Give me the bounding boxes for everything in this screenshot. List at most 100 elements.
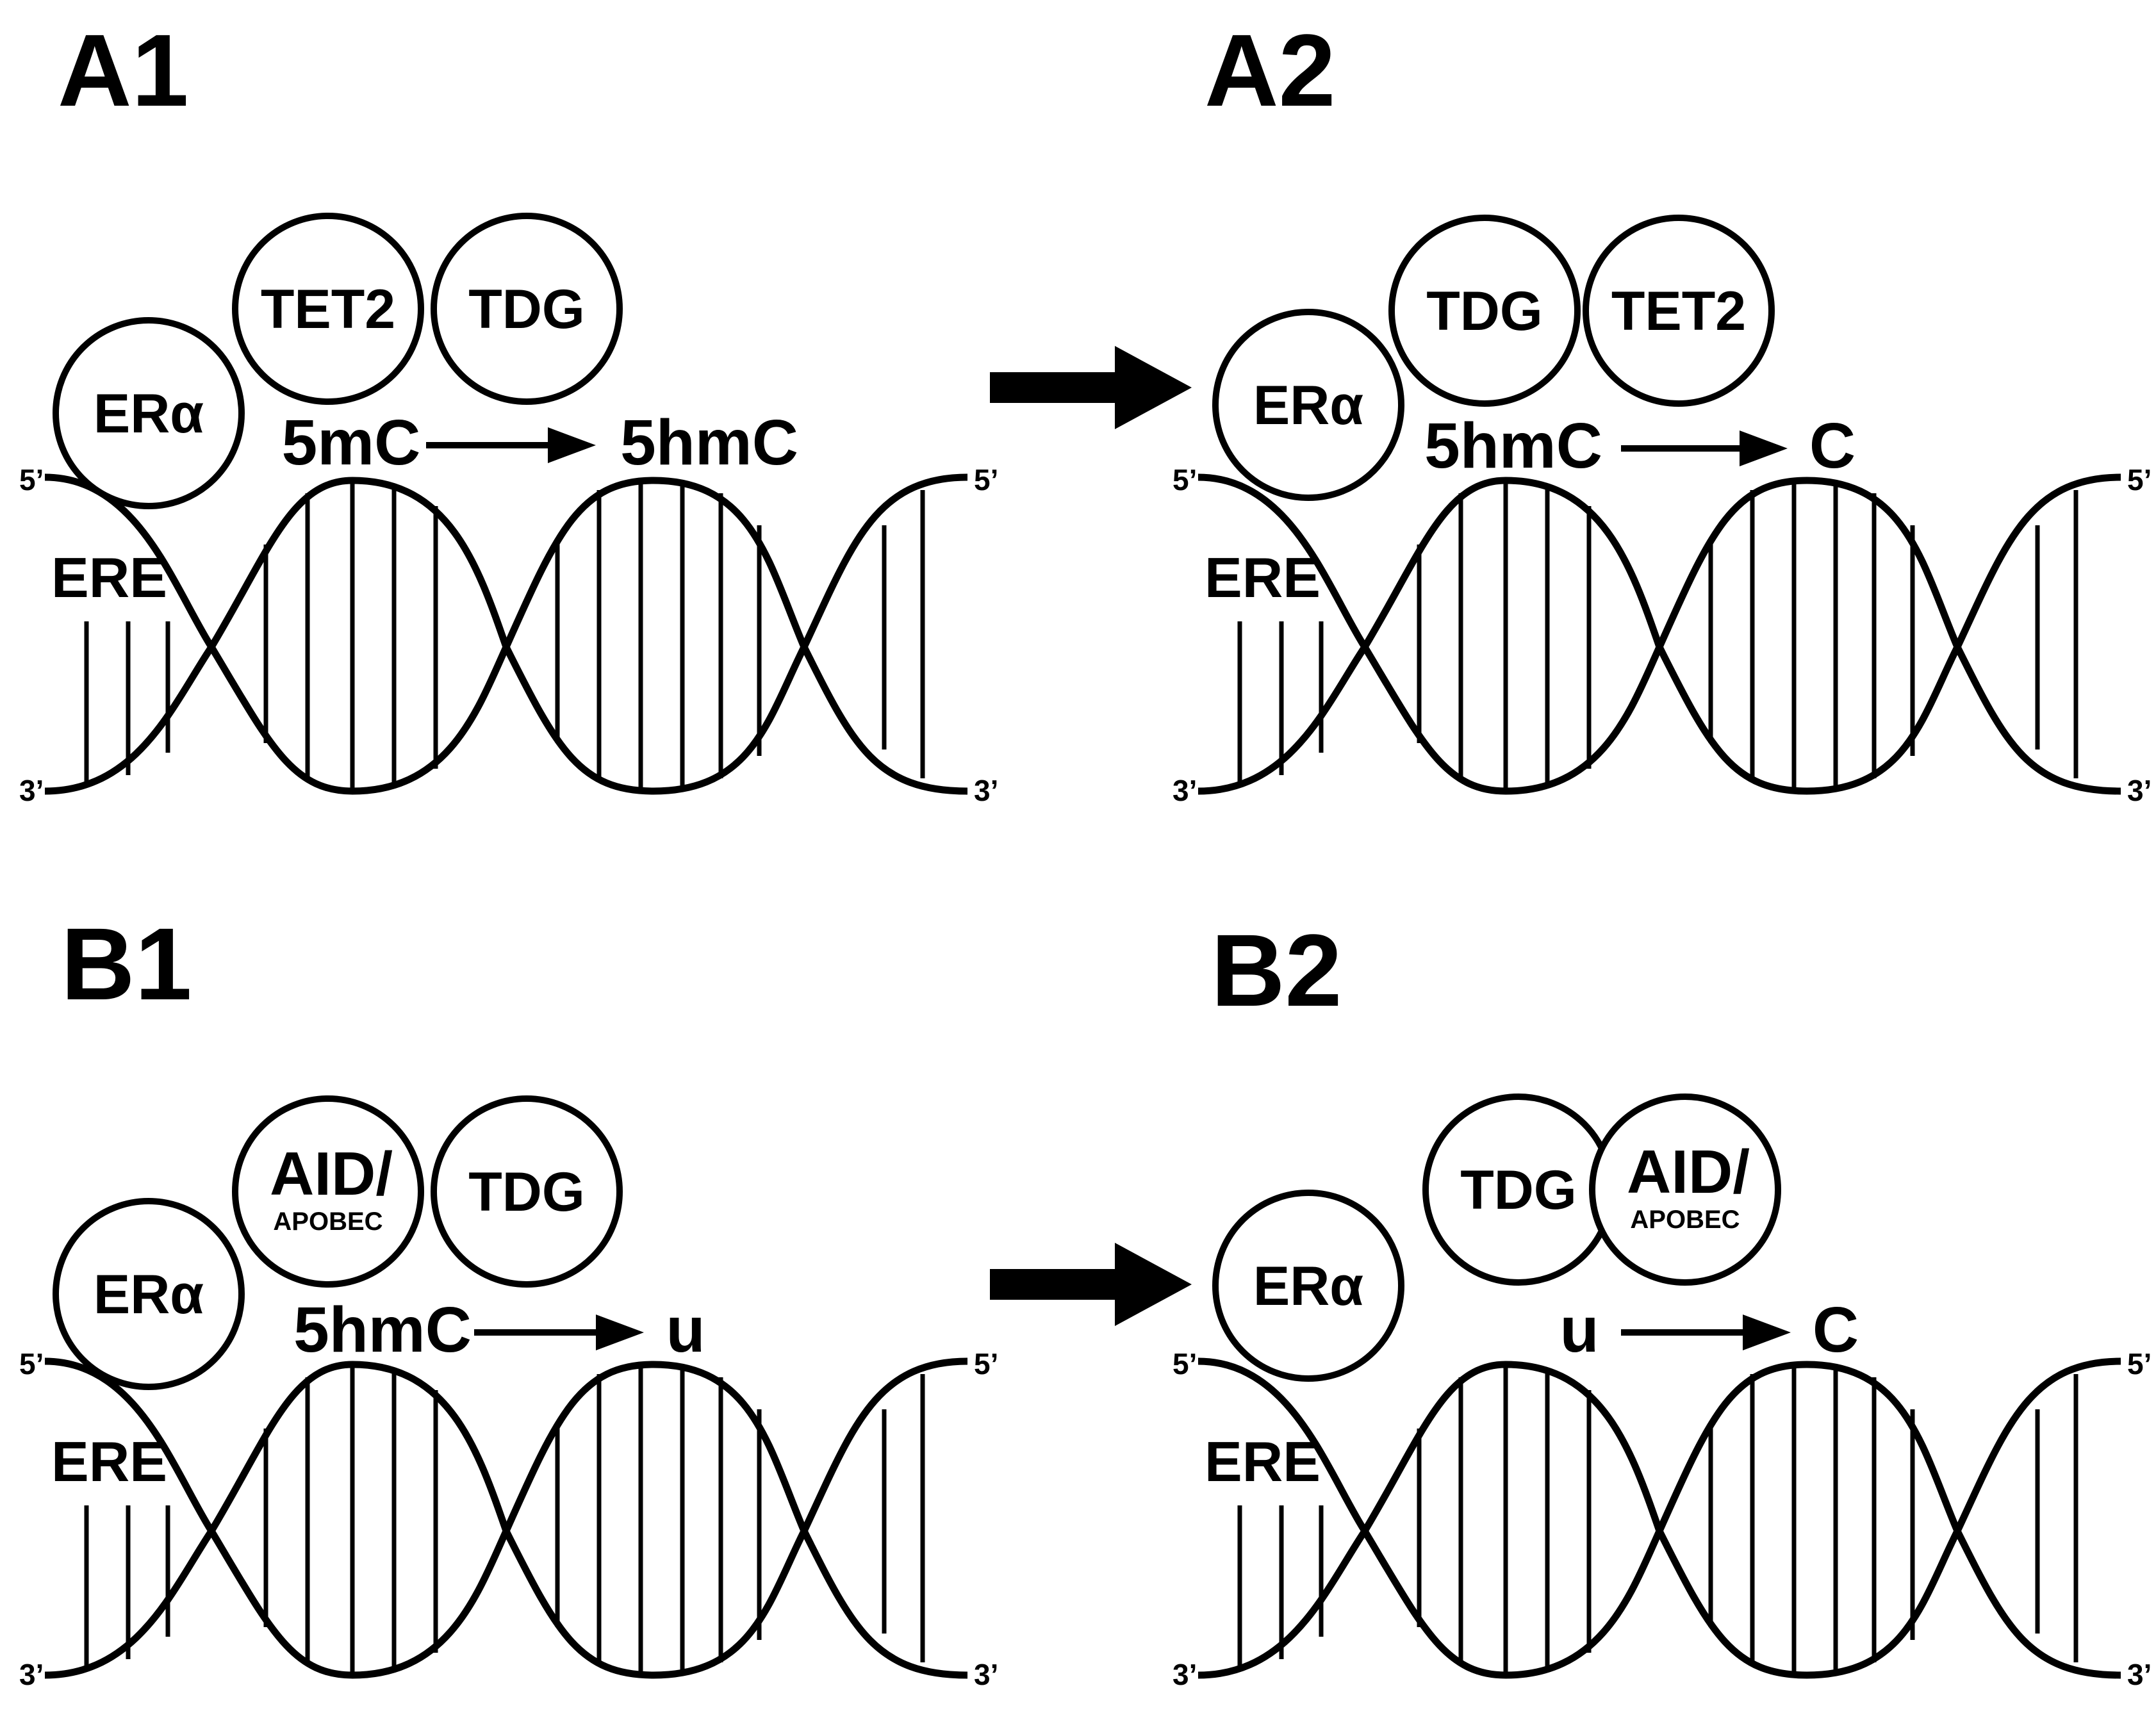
protein-tdg: TDG: [431, 213, 623, 405]
panel-label: A1: [58, 13, 189, 127]
strand-end-5prime-left: 5’: [19, 1347, 44, 1380]
strand-end-3prime-left: 3’: [19, 774, 44, 807]
strand-end-3prime-left: 3’: [1173, 1658, 1197, 1691]
protein-label: ERα: [1253, 1256, 1363, 1317]
protein-label: TET2: [1611, 281, 1746, 342]
transition-arrow-shaft: [990, 1269, 1118, 1300]
protein-circle: [431, 1095, 623, 1288]
strand-end-3prime-right: 3’: [974, 774, 998, 807]
reaction-arrow-head: [1743, 1315, 1791, 1350]
dna-strand-top: [1197, 473, 2121, 795]
panel-a1: A1 5’ 3’ 5’ 3’ ERE ERα TET2 TDG 5mC 5hmC: [19, 13, 998, 807]
transition-arrow-shaft: [990, 372, 1118, 403]
strand-end-5prime-right: 5’: [2127, 1347, 2152, 1380]
transition-arrow-head: [1115, 1243, 1192, 1326]
protein-era: ERα: [53, 1198, 245, 1390]
dna-strand-top: [44, 1357, 968, 1679]
dna-double-helix: [44, 473, 968, 795]
dna-strand-bottom: [44, 473, 968, 795]
strand-end-5prime-right: 5’: [974, 463, 998, 496]
panel-label: B1: [61, 906, 192, 1021]
ere-label: ERE: [51, 1430, 167, 1493]
protein-circle: [1212, 309, 1404, 501]
protein-tdg: TDG: [431, 1095, 623, 1288]
protein-aid-apobec: AID/APOBEC: [232, 1095, 424, 1288]
protein-sublabel: APOBEC: [1630, 1206, 1740, 1234]
panel-label: A2: [1205, 13, 1336, 127]
protein-label: TDG: [1460, 1159, 1577, 1221]
protein-tdg: TDG: [1422, 1093, 1615, 1286]
protein-label: ERα: [94, 383, 204, 445]
protein-tdg: TDG: [1388, 215, 1581, 407]
strand-end-5prime-right: 5’: [974, 1347, 998, 1380]
modification-from: 5hmC: [293, 1294, 472, 1366]
protein-label: TET2: [261, 279, 395, 340]
protein-label: AID/: [270, 1140, 393, 1208]
modification-reaction: 5mC 5hmC: [282, 407, 798, 479]
protein-era: ERα: [53, 317, 245, 509]
ere-label: ERE: [1205, 1430, 1321, 1493]
modification-from: u: [1559, 1294, 1599, 1366]
ere-label: ERE: [51, 546, 167, 609]
protein-era: ERα: [1212, 309, 1404, 501]
transition-arrow-head: [1115, 346, 1192, 429]
protein-circle: [1589, 1093, 1781, 1286]
transition-arrow-b: [990, 1243, 1192, 1326]
dna-strand-top: [1197, 1357, 2121, 1679]
strand-end-3prime-right: 3’: [974, 1658, 998, 1691]
strand-end-3prime-right: 3’: [2127, 1658, 2152, 1691]
dna-strand-bottom: [1197, 473, 2121, 795]
modification-to: C: [1809, 410, 1856, 482]
protein-circle: [1583, 215, 1775, 407]
panel-label: B2: [1211, 913, 1342, 1028]
transition-arrow-a: [990, 346, 1192, 429]
protein-circle: [1212, 1190, 1404, 1382]
reaction-arrow-head: [596, 1315, 644, 1350]
dna-strand-bottom: [1197, 1357, 2121, 1679]
panel-a2: A2 5’ 3’ 5’ 3’ ERE ERα TDG TET2 5hmC C: [1173, 13, 2152, 807]
strand-end-5prime-left: 5’: [1173, 463, 1197, 496]
protein-label: ERα: [94, 1264, 204, 1325]
protein-label: TDG: [1426, 281, 1543, 342]
protein-label: ERα: [1253, 375, 1363, 436]
dna-double-helix: [1197, 1357, 2121, 1679]
strand-end-5prime-left: 5’: [19, 463, 44, 496]
protein-label: TDG: [468, 1161, 585, 1223]
panel-b1: B1 5’ 3’ 5’ 3’ ERE ERα AID/APOBEC TDG 5hmC u: [19, 906, 998, 1691]
protein-sublabel: APOBEC: [273, 1208, 383, 1236]
dna-strand-bottom: [44, 1357, 968, 1679]
strand-end-3prime-right: 3’: [2127, 774, 2152, 807]
protein-label: TDG: [468, 279, 585, 340]
modification-to: C: [1813, 1294, 1859, 1366]
reaction-arrow-head: [548, 427, 596, 463]
modification-from: 5mC: [282, 407, 421, 479]
modification-from: 5hmC: [1424, 410, 1602, 482]
protein-circle: [431, 213, 623, 405]
protein-circle: [53, 317, 245, 509]
modification-reaction: 5hmC C: [1424, 410, 1856, 482]
protein-aid-apobec: AID/APOBEC: [1589, 1093, 1781, 1286]
strand-end-5prime-left: 5’: [1173, 1347, 1197, 1380]
dna-double-helix: [1197, 473, 2121, 795]
protein-circle: [232, 1095, 424, 1288]
modification-to: u: [666, 1294, 705, 1366]
ere-label: ERE: [1205, 546, 1321, 609]
strand-end-5prime-right: 5’: [2127, 463, 2152, 496]
protein-circle: [1388, 215, 1581, 407]
dna-double-helix: [44, 1357, 968, 1679]
modification-reaction: 5hmC u: [293, 1294, 705, 1366]
protein-circle: [53, 1198, 245, 1390]
reaction-arrow-head: [1740, 430, 1788, 466]
strand-end-3prime-left: 3’: [19, 1658, 44, 1691]
protein-tet2: TET2: [232, 213, 424, 405]
protein-tet2: TET2: [1583, 215, 1775, 407]
protein-label: AID/: [1627, 1138, 1750, 1206]
modification-to: 5hmC: [620, 407, 798, 479]
dna-strand-top: [44, 473, 968, 795]
protein-circle: [232, 213, 424, 405]
strand-end-3prime-left: 3’: [1173, 774, 1197, 807]
